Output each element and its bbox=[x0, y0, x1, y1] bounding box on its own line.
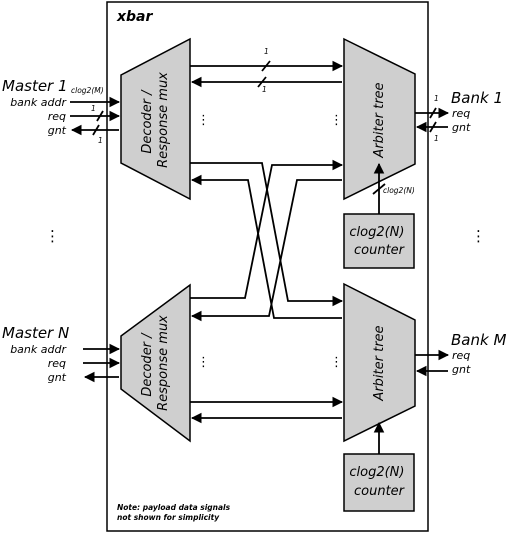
counter-block-m bbox=[343, 453, 415, 512]
master-1-width-label: clog2(M) bbox=[71, 86, 104, 95]
bank-1-gnt-width: 1 bbox=[434, 134, 439, 143]
counter-label-m: clog2(N) counter bbox=[349, 465, 408, 499]
bank-m-gnt-label: gnt bbox=[452, 363, 471, 376]
link-dec1-arbm-req bbox=[190, 162, 344, 307]
master-n-name: Master N bbox=[2, 324, 69, 342]
link-arbm-dec1-gnt bbox=[190, 174, 342, 319]
decoder-label-n: Decoder / Response mux bbox=[140, 315, 171, 411]
master-1-gnt-label: gnt bbox=[48, 124, 67, 137]
bank-1-gnt-slash bbox=[429, 121, 437, 133]
arbiter-label-1: Arbiter tree bbox=[372, 82, 387, 158]
master-1-name: Master 1 bbox=[2, 77, 68, 95]
arb-sel-width-slash bbox=[372, 183, 386, 195]
master-1-gnt-width: 1 bbox=[98, 136, 103, 145]
link-width-label-1: 1 bbox=[264, 47, 269, 56]
counter-block-1 bbox=[343, 213, 415, 269]
ellipsis-dec1: ⋮ bbox=[197, 113, 210, 128]
arbiter-block-1 bbox=[343, 37, 416, 201]
ellipsis-arbm: ⋮ bbox=[330, 355, 343, 370]
counter-label-1: clog2(N) counter bbox=[349, 225, 408, 258]
master-n-gnt-label: gnt bbox=[48, 371, 67, 384]
master-1-req-slash bbox=[96, 110, 104, 122]
link-arb1-decn-gnt bbox=[190, 179, 342, 322]
link-width-label-2: 1 bbox=[262, 85, 267, 94]
bank-1-name: Bank 1 bbox=[451, 89, 503, 107]
xbar-label: xbar bbox=[116, 9, 153, 25]
ellipsis-decn: ⋮ bbox=[197, 355, 210, 370]
ellipsis-masters: ⋮ bbox=[45, 227, 60, 245]
link-width-slash-2 bbox=[257, 76, 267, 88]
ellipsis-banks: ⋮ bbox=[471, 227, 486, 245]
master-n-req-label: req bbox=[48, 357, 66, 370]
arbiter-label-m: Arbiter tree bbox=[372, 325, 387, 401]
master-1-req-width: 1 bbox=[91, 104, 96, 113]
master-n-bank-addr-label: bank addr bbox=[10, 343, 67, 356]
xbar-boundary bbox=[106, 1, 429, 532]
arb-sel-width-label: clog2(N) bbox=[383, 186, 415, 195]
note-text: Note: payload data signals not shown for… bbox=[117, 503, 233, 522]
decoder-block-1 bbox=[120, 37, 191, 201]
arbiter-block-m bbox=[343, 282, 416, 443]
decoder-label-1: Decoder / Response mux bbox=[140, 72, 171, 168]
master-1-gnt-slash bbox=[92, 124, 100, 136]
bank-m-name: Bank M bbox=[451, 331, 506, 349]
bank-1-req-width: 1 bbox=[434, 94, 439, 103]
bank-1-gnt-label: gnt bbox=[452, 121, 471, 134]
bank-1-req-slash bbox=[429, 107, 437, 119]
link-decn-arb1-req bbox=[190, 159, 344, 299]
bank-1-req-label: req bbox=[452, 107, 470, 120]
link-width-slash-1 bbox=[261, 60, 271, 72]
bank-m-req-label: req bbox=[452, 349, 470, 362]
decoder-block-n bbox=[120, 283, 191, 443]
master-1-bank-addr-label: bank addr bbox=[10, 96, 67, 109]
ellipsis-arb1: ⋮ bbox=[330, 113, 343, 128]
master-1-req-label: req bbox=[48, 110, 66, 123]
